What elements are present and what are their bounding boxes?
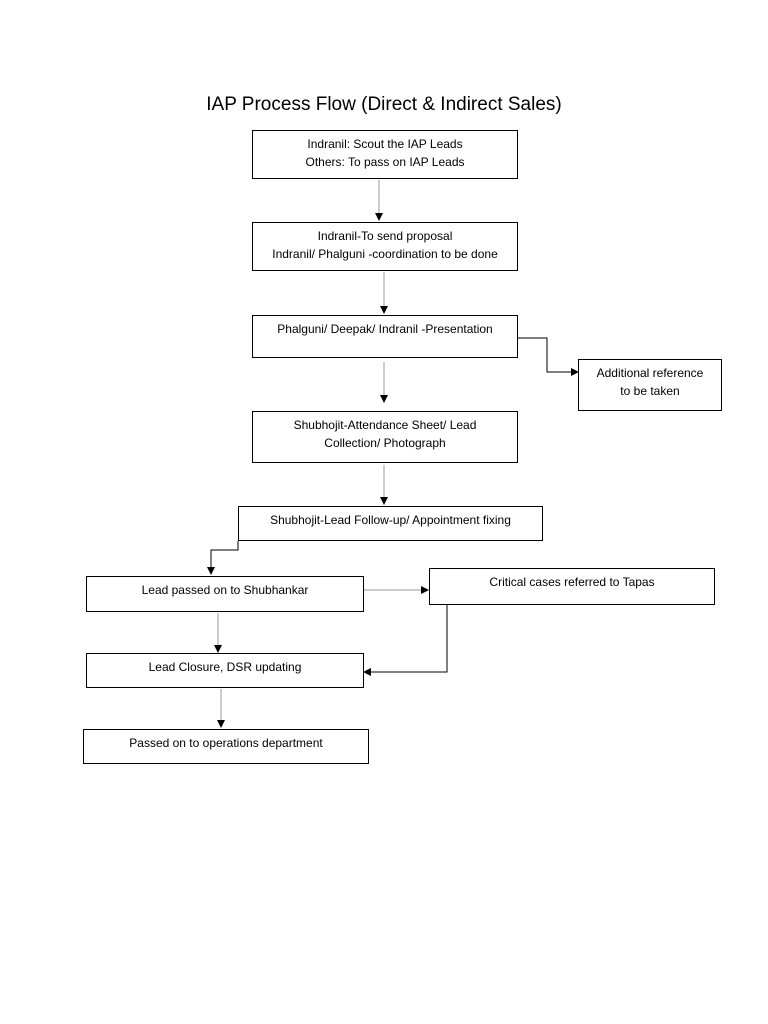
node-passed-shubhankar-line-1: Lead passed on to Shubhankar [141,583,309,597]
node-reference-line-1: Additional reference [596,366,704,380]
node-proposal: Indranil-To send proposal Indranil/ Phal… [252,222,518,271]
node-followup-line-1: Shubhojit-Lead Follow-up/ Appointment fi… [270,513,511,527]
diagram-title: IAP Process Flow (Direct & Indirect Sale… [206,94,562,115]
node-closure-line-1: Lead Closure, DSR updating [148,660,302,674]
node-passed-shubhankar: Lead passed on to Shubhankar [86,576,364,612]
node-scout-line-1: Indranil: Scout the IAP Leads [307,137,463,151]
node-critical-line-1: Critical cases referred to Tapas [489,575,655,589]
node-scout: Indranil: Scout the IAP Leads Others: To… [252,130,518,179]
node-presentation-line-1: Phalguni/ Deepak/ Indranil -Presentation [277,322,493,336]
node-reference: Additional reference to be taken [578,359,722,411]
node-operations: Passed on to operations department [83,729,369,764]
node-operations-line-1: Passed on to operations department [129,736,323,750]
node-scout-line-2: Others: To pass on IAP Leads [305,155,465,169]
node-followup: Shubhojit-Lead Follow-up/ Appointment fi… [238,506,543,541]
node-proposal-line-1: Indranil-To send proposal [317,229,453,243]
node-closure: Lead Closure, DSR updating [86,653,364,688]
edge-critical-to-closure [363,605,448,676]
edge-followup-to-passed [207,541,239,575]
node-proposal-line-2: Indranil/ Phalguni -coordination to be d… [272,247,498,261]
node-reference-line-2: to be taken [620,384,680,398]
node-attendance-line-1: Shubhojit-Attendance Sheet/ Lead [293,418,477,432]
edge-presentation-to-reference [517,337,579,376]
node-critical: Critical cases referred to Tapas [429,568,715,605]
node-attendance-line-2: Collection/ Photograph [324,436,446,450]
node-presentation: Phalguni/ Deepak/ Indranil -Presentation [252,315,518,358]
node-attendance: Shubhojit-Attendance Sheet/ Lead Collect… [252,411,518,463]
